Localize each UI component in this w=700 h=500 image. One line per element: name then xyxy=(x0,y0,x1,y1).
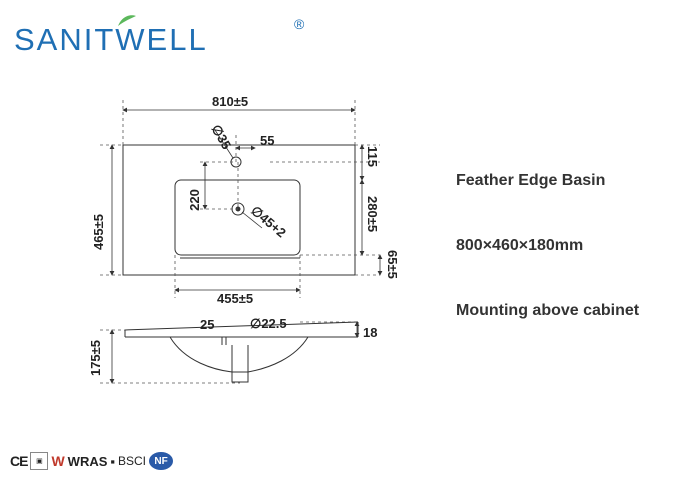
dim-bowl-depth-label: 280±5 xyxy=(365,196,380,232)
certification-logos: CE ▣ W WRAS ▪ BSCI NF xyxy=(10,450,176,472)
product-name: Feather Edge Basin xyxy=(456,172,606,189)
ce-mark-icon: CE xyxy=(10,453,28,469)
cert-box-icon: ▣ xyxy=(30,452,49,470)
dim-lip-label: 25 xyxy=(200,317,214,332)
brand-name: SANITWELL xyxy=(14,22,208,57)
product-dimensions: 800×460×180mm xyxy=(456,237,584,254)
bsci-mark-icon: BSCI xyxy=(118,454,147,468)
camera-icon: ▪ xyxy=(110,453,115,469)
dim-tap-offset-label: 55 xyxy=(260,133,274,148)
wras-mark-icon: WRAS xyxy=(67,453,108,469)
dim-hole-label: ∅22.5 xyxy=(250,316,287,331)
dim-depth-label: 465±5 xyxy=(91,214,106,250)
dim-tap-hole-label: ∅35 xyxy=(208,122,234,152)
dim-drain-depth-label: 220 xyxy=(187,189,202,211)
basin-top-outline xyxy=(122,144,356,276)
leaf-icon xyxy=(118,15,136,26)
bowl-outline xyxy=(174,179,301,256)
w-mark-icon: W xyxy=(51,453,65,469)
brand-logo: SANITWELL ® xyxy=(14,15,314,60)
side-view xyxy=(124,321,359,383)
dim-height-label: 175±5 xyxy=(88,340,103,376)
dim-top-thickness-label: 18 xyxy=(363,325,377,340)
nf-mark-icon: NF xyxy=(149,452,174,470)
registered-mark: ® xyxy=(294,16,305,32)
dim-bowl-width-label: 455±5 xyxy=(217,291,253,306)
mounting-type: Mounting above cabinet xyxy=(456,302,640,319)
dim-front-margin-label: 65±5 xyxy=(385,250,400,279)
dim-back-margin-label: 115 xyxy=(365,146,380,167)
dim-width-label: 810±5 xyxy=(212,94,248,109)
